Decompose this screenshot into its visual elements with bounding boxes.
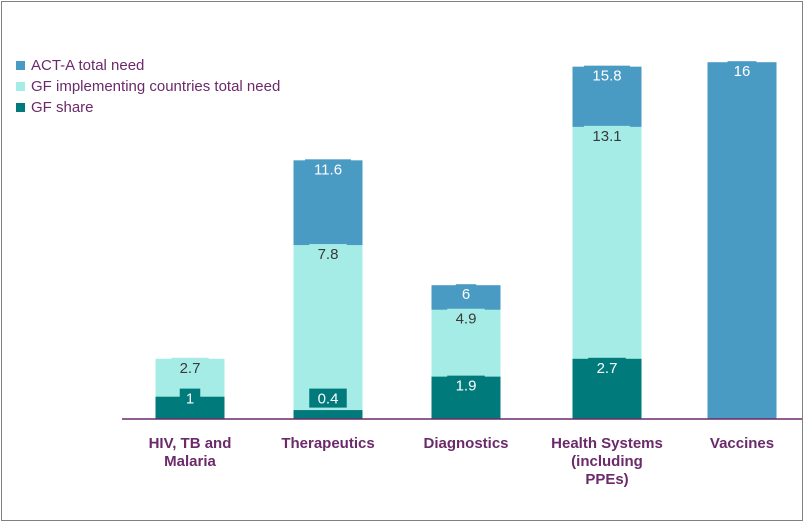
value-label-0-2: 6	[462, 286, 470, 303]
value-label-box-1-2	[447, 308, 485, 328]
value-label-box-0-4	[727, 61, 757, 81]
category-label-2-line-0: Diagnostics	[423, 435, 508, 452]
value-label-0-1: 11.6	[314, 161, 342, 178]
value-label-2-0: 1	[186, 391, 194, 408]
legend-swatch-gf-share	[16, 103, 25, 112]
value-label-box-0-3	[584, 65, 630, 85]
category-label-3-line-1: (including	[571, 453, 643, 470]
value-label-box-2-3	[588, 357, 626, 377]
legend-label-act-a: ACT-A total need	[31, 57, 145, 74]
category-label-1-line-0: Therapeutics	[281, 435, 374, 452]
category-label-0-line-0: HIV, TB and	[149, 435, 232, 452]
value-label-box-0-2	[455, 284, 477, 304]
category-label-0-line-1: Malaria	[164, 453, 216, 470]
value-label-0-4: 16	[734, 63, 751, 80]
bar-act-a-4	[707, 62, 777, 419]
value-label-box-1-3	[584, 125, 630, 145]
value-label-1-3: 13.1	[592, 128, 621, 145]
value-label-2-3: 2.7	[597, 360, 618, 377]
value-label-1-1: 7.8	[318, 246, 339, 263]
bar-gf-share-1	[293, 410, 363, 419]
value-label-box-2-0	[179, 388, 201, 408]
value-label-box-1-0	[171, 357, 209, 377]
bar-gf-share-0	[155, 396, 225, 419]
legend: ACT-A total need GF implementing countri…	[16, 55, 280, 118]
value-label-0-3: 15.8	[592, 68, 621, 85]
legend-swatch-act-a	[16, 61, 25, 70]
category-label-4-line-0: Vaccines	[710, 435, 774, 452]
value-label-box-2-1	[309, 388, 347, 408]
category-label-3-line-0: Health Systems	[551, 435, 663, 452]
value-label-2-1: 0.4	[318, 391, 339, 408]
value-label-2-2: 1.9	[456, 378, 477, 395]
value-label-1-2: 4.9	[456, 311, 477, 328]
legend-label-gf-share: GF share	[31, 99, 94, 116]
value-label-box-1-1	[309, 244, 347, 264]
value-label-1-0: 2.7	[180, 360, 201, 377]
value-label-box-0-1	[305, 159, 351, 179]
legend-label-gf-countries: GF implementing countries total need	[31, 78, 281, 95]
value-label-box-2-2	[447, 375, 485, 395]
legend-item-gf-countries: GF implementing countries total need	[16, 76, 280, 97]
legend-item-act-a: ACT-A total need	[16, 55, 280, 76]
legend-item-gf-share: GF share	[16, 97, 280, 118]
legend-swatch-gf-countries	[16, 82, 25, 91]
category-label-3-line-2: PPEs)	[585, 471, 628, 488]
